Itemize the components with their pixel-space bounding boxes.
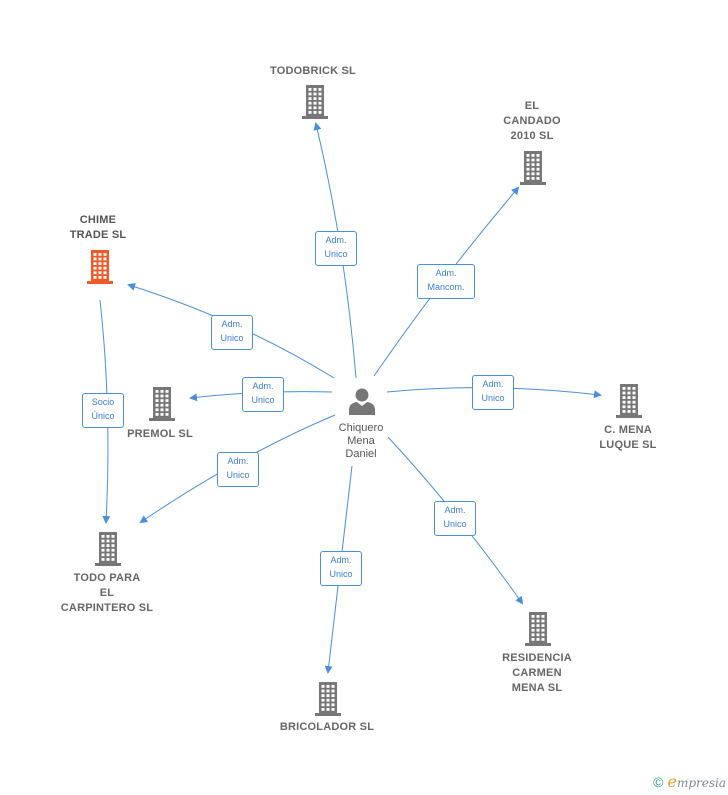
building-icon[interactable]	[614, 383, 644, 419]
brand-logo: empresia	[667, 772, 726, 791]
brand-initial: e	[667, 772, 677, 791]
edge-label-residencia[interactable]: Adm. Unico	[434, 501, 476, 536]
edge-label-premol[interactable]: Adm. Unico	[242, 377, 284, 412]
building-icon[interactable]	[518, 150, 548, 186]
edge-label-todo-para[interactable]: Adm. Unico	[217, 452, 259, 487]
brand-name: mpresia	[676, 776, 726, 790]
company-label-todobrick[interactable]: TODOBRICK SL	[270, 65, 356, 77]
building-icon[interactable]	[523, 611, 553, 647]
person-icon[interactable]	[347, 386, 377, 416]
building-icon[interactable]	[300, 84, 330, 120]
building-icon-highlighted[interactable]	[85, 249, 115, 285]
company-label-todo-para[interactable]: TODO PARA EL CARPINTERO SL	[60, 572, 154, 614]
edge-label-c-mena[interactable]: Adm. Unico	[472, 375, 514, 410]
company-label-bricolador[interactable]: BRICOLADOR SL	[279, 721, 375, 733]
company-label-c-mena[interactable]: C. MENA LUQUE SL	[599, 424, 657, 451]
building-icon[interactable]	[313, 681, 343, 717]
copyright-icon: ©	[653, 774, 664, 790]
company-label-el-candado[interactable]: EL CANDADO 2010 SL	[503, 100, 561, 142]
edge-label-el-candado[interactable]: Adm. Mancom.	[417, 264, 475, 299]
edge-label-bricolador[interactable]: Adm. Unico	[320, 551, 362, 586]
company-label-premol[interactable]: PREMOL SL	[127, 428, 193, 440]
edge-label-chime-to-todo[interactable]: Socio Único	[82, 393, 124, 428]
building-icon[interactable]	[147, 386, 177, 422]
edge-label-chime-trade[interactable]: Adm. Unico	[211, 315, 253, 350]
footer-brand[interactable]: ©empresia	[653, 772, 726, 791]
building-icon[interactable]	[93, 531, 123, 567]
company-label-residencia[interactable]: RESIDENCIA CARMEN MENA SL	[502, 652, 572, 694]
edge-label-todobrick[interactable]: Adm. Unico	[315, 231, 357, 266]
person-name[interactable]: Chiquero Mena Daniel	[338, 422, 384, 460]
company-label-chime-trade[interactable]: CHIME TRADE SL	[69, 214, 127, 241]
